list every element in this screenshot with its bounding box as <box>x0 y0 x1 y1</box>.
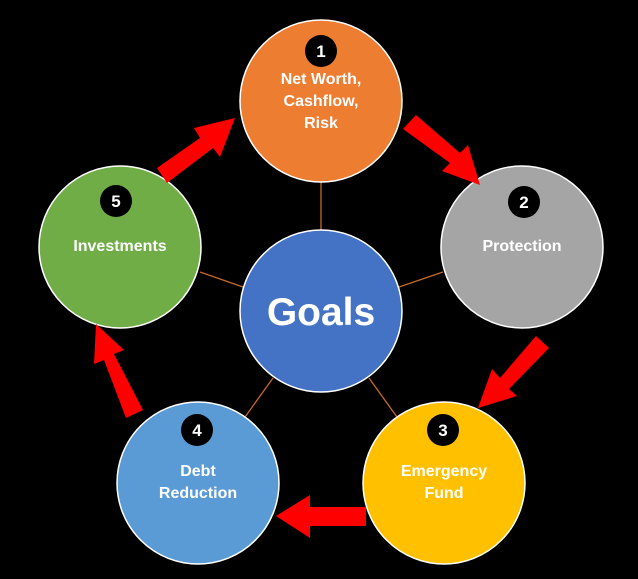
connector-4 <box>244 377 274 418</box>
cycle-node-5: 5 Investments <box>38 165 202 329</box>
node-circle-4 <box>116 401 280 565</box>
arrow-3-to-4 <box>276 495 366 538</box>
number-badge-3 <box>427 414 459 446</box>
number-label-4: 4 <box>192 421 202 440</box>
node-label-4b: Reduction <box>159 485 237 502</box>
node-circle-5 <box>38 165 202 329</box>
arrow-5-to-1 <box>157 118 235 183</box>
number-label-2: 2 <box>519 193 528 212</box>
center-node: Goals <box>239 229 403 393</box>
node-label-2: Protection <box>482 238 561 255</box>
cycle-arrows <box>94 115 549 538</box>
cycle-node-4: 4 Debt Reduction <box>116 401 280 565</box>
center-label: Goals <box>267 291 375 334</box>
node-circle-2 <box>440 165 604 329</box>
connector-3 <box>368 377 398 418</box>
node-label-3b: Fund <box>424 485 463 502</box>
node-label-1a: Net Worth, <box>281 71 362 88</box>
connectors <box>199 182 444 418</box>
center-circle <box>239 229 403 393</box>
connector-5 <box>199 271 244 288</box>
node-circle-3 <box>362 401 526 565</box>
node-label-5: Investments <box>73 238 166 255</box>
node-label-3a: Emergency <box>401 463 487 480</box>
connector-2 <box>398 271 444 288</box>
node-label-1c: Risk <box>304 115 338 132</box>
number-badge-2 <box>508 186 540 218</box>
node-label-1b: Cashflow, <box>284 93 359 110</box>
number-badge-5 <box>100 185 132 217</box>
arrow-2-to-3 <box>478 336 549 408</box>
node-label-4a: Debt <box>180 463 216 480</box>
cycle-node-1: 1 Net Worth, Cashflow, Risk <box>239 19 403 183</box>
arrow-1-to-2 <box>403 115 480 185</box>
number-badge-4 <box>181 414 213 446</box>
cycle-node-3: 3 Emergency Fund <box>362 401 526 565</box>
number-label-5: 5 <box>111 192 120 211</box>
node-circle-1 <box>239 19 403 183</box>
cycle-node-2: 2 Protection <box>440 165 604 329</box>
arrow-4-to-5 <box>94 324 143 418</box>
number-label-3: 3 <box>438 421 447 440</box>
number-label-1: 1 <box>316 42 325 61</box>
number-badge-1 <box>305 35 337 67</box>
